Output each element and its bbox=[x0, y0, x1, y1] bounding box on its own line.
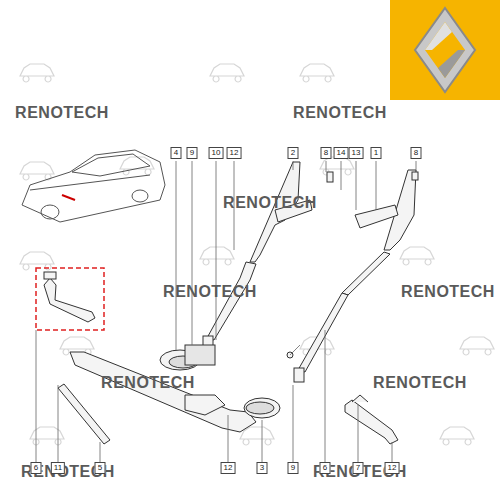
renault-logo bbox=[415, 8, 475, 92]
watermark: RENOTECH bbox=[401, 284, 495, 300]
callout-number: 6 bbox=[320, 462, 331, 474]
ghost-car bbox=[460, 337, 494, 355]
watermark: RENOTECH bbox=[293, 105, 387, 121]
callout-number: 12 bbox=[221, 462, 236, 474]
car-sketch bbox=[22, 150, 165, 222]
callout-number: 13 bbox=[349, 147, 364, 159]
callout-number: 8 bbox=[411, 147, 422, 159]
watermark: RENOTECH bbox=[373, 375, 467, 391]
ghost-car bbox=[320, 157, 354, 175]
watermark-car-icons bbox=[20, 64, 494, 445]
leader-lines bbox=[36, 161, 416, 462]
callout-number: 10 bbox=[209, 147, 224, 159]
ghost-car bbox=[300, 64, 334, 82]
callout-number: 14 bbox=[334, 147, 349, 159]
highlight-box bbox=[36, 268, 104, 330]
callout-number: 12 bbox=[385, 462, 400, 474]
watermark: RENOTECH bbox=[163, 284, 257, 300]
ghost-car bbox=[30, 427, 64, 445]
callout-number: 4 bbox=[171, 147, 182, 159]
watermark: RENOTECH bbox=[101, 375, 195, 391]
ghost-car bbox=[440, 427, 474, 445]
ghost-car bbox=[210, 64, 244, 82]
parts bbox=[44, 162, 418, 444]
callout-number: 8 bbox=[321, 147, 332, 159]
callout-number: 3 bbox=[257, 462, 268, 474]
ghost-car bbox=[20, 64, 54, 82]
callout-number: 2 bbox=[288, 147, 299, 159]
callout-number: 12 bbox=[227, 147, 242, 159]
ghost-car bbox=[20, 162, 54, 180]
ghost-car bbox=[400, 247, 434, 265]
callout-number: 1 bbox=[371, 147, 382, 159]
callout-number: 9 bbox=[187, 147, 198, 159]
callout-number: 7 bbox=[353, 462, 364, 474]
watermark: RENOTECH bbox=[15, 105, 109, 121]
callout-number: 6 bbox=[31, 462, 42, 474]
ghost-car bbox=[240, 427, 274, 445]
callout-number: 11 bbox=[51, 462, 65, 474]
ghost-car bbox=[200, 247, 234, 265]
watermark: RENOTECH bbox=[223, 195, 317, 211]
callout-number: 5 bbox=[95, 462, 106, 474]
logo-panel bbox=[390, 0, 500, 100]
callout-number: 9 bbox=[288, 462, 299, 474]
